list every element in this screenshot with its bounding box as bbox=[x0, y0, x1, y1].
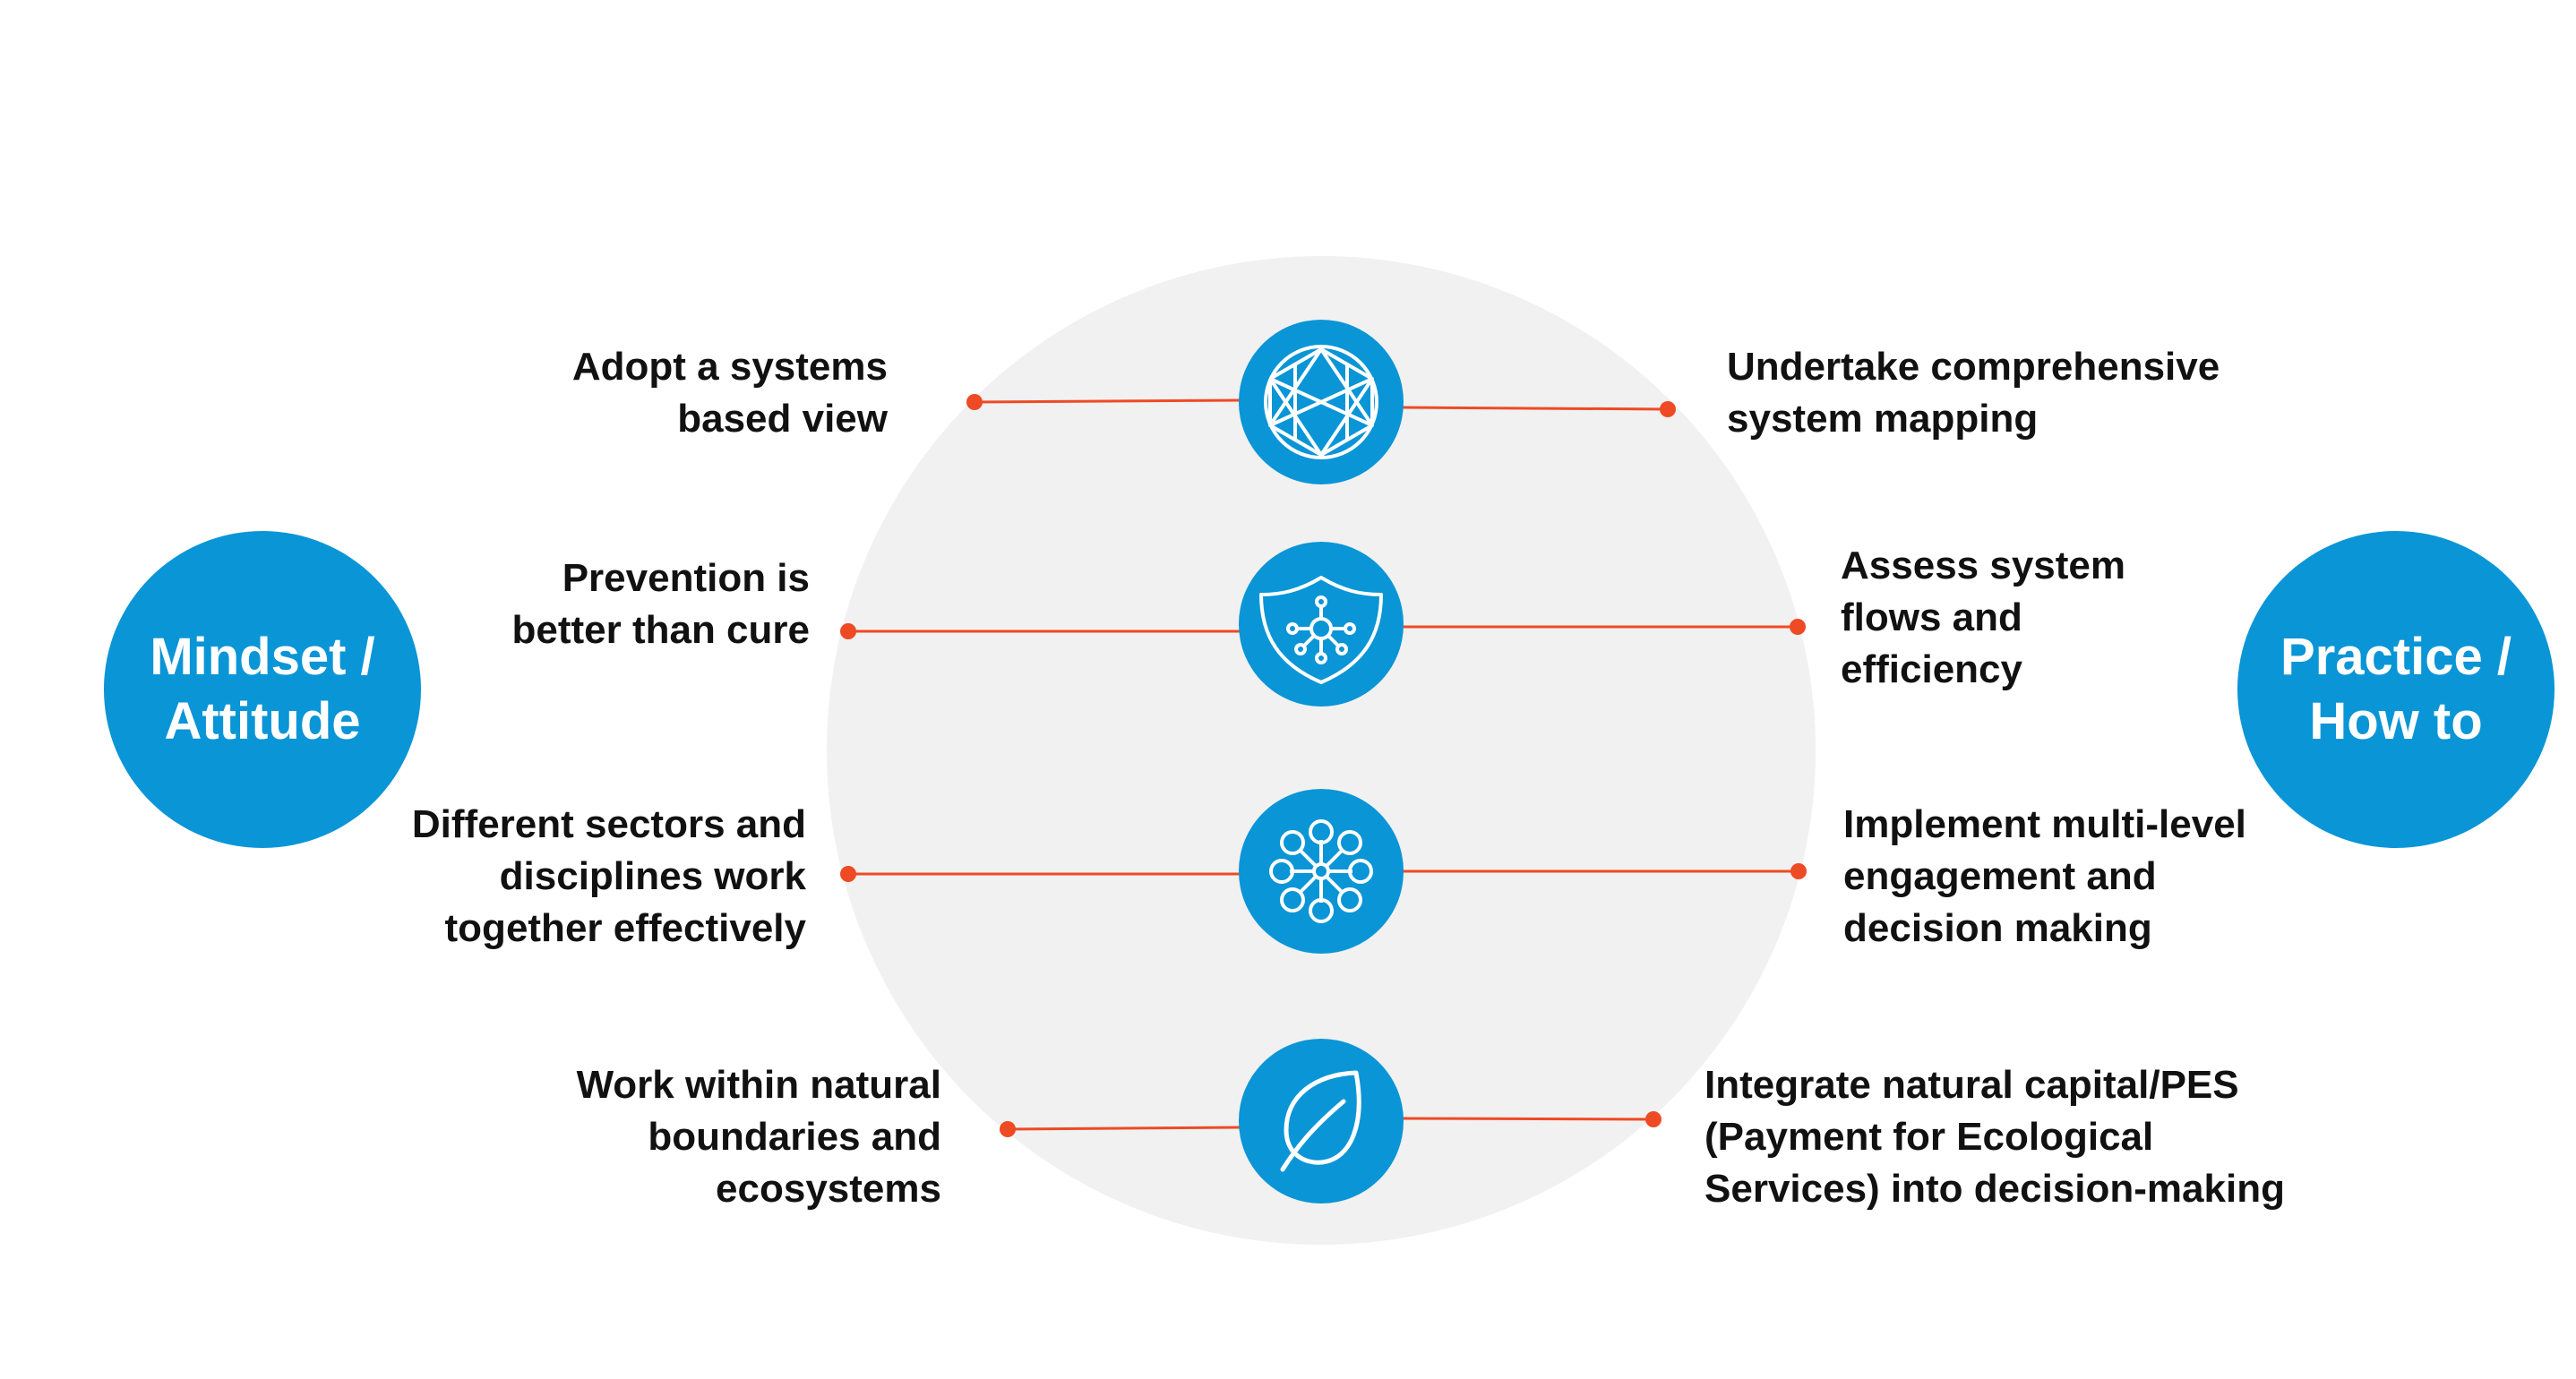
practice-label-line-1: Practice / bbox=[2280, 628, 2512, 686]
mindset-label-line-1: Mindset / bbox=[150, 628, 375, 686]
network-globe-icon bbox=[1239, 320, 1404, 484]
row-3-connectors bbox=[840, 863, 1807, 882]
row-4-left-dot bbox=[1000, 1121, 1016, 1137]
hub-nodes-icon bbox=[1239, 789, 1404, 954]
row-4-right-connector bbox=[1401, 1117, 1654, 1121]
row-3-left-label: Different sectors and disciplines work t… bbox=[411, 802, 806, 950]
practice-how-to-circle: Practice / How to bbox=[2237, 531, 2555, 848]
row-1-right-connector bbox=[1401, 406, 1669, 411]
row-4-connectors bbox=[1000, 1111, 1662, 1137]
row-4-right-dot bbox=[1645, 1111, 1662, 1127]
mindset-label-line-2: Attitude bbox=[164, 692, 361, 750]
row-1-connectors bbox=[966, 394, 1676, 417]
row-1-left-label: Adopt a systems based view bbox=[571, 345, 888, 441]
row-1-right-dot bbox=[1660, 401, 1676, 417]
row-4-right-label: Integrate natural capital/PES (Payment f… bbox=[1704, 1063, 2285, 1211]
row-2-connectors bbox=[840, 619, 1806, 639]
mindset-attitude-circle: Mindset / Attitude bbox=[104, 531, 421, 848]
row-3-left-dot bbox=[840, 866, 856, 882]
leaf-icon bbox=[1239, 1039, 1404, 1203]
row-2-left-dot bbox=[840, 623, 856, 639]
row-2-right-label: Assess system flows and efficiency bbox=[1841, 544, 2126, 691]
practice-label-line-2: How to bbox=[2309, 692, 2483, 750]
row-1-left-dot bbox=[966, 394, 983, 410]
row-3-right-dot bbox=[1790, 863, 1807, 879]
shield-network-icon bbox=[1239, 542, 1404, 707]
row-2-left-label: Prevention is better than cure bbox=[511, 556, 810, 652]
row-1-right-label: Undertake comprehensive system mapping bbox=[1727, 345, 2220, 441]
center-disc bbox=[827, 256, 1816, 1245]
row-3-right-label: Implement multi-level engagement and dec… bbox=[1843, 802, 2246, 950]
row-4-left-label: Work within natural boundaries and ecosy… bbox=[576, 1063, 941, 1211]
row-4-left-connector bbox=[1007, 1126, 1241, 1131]
row-2-right-dot bbox=[1790, 619, 1806, 635]
row-1-left-connector bbox=[974, 398, 1241, 404]
